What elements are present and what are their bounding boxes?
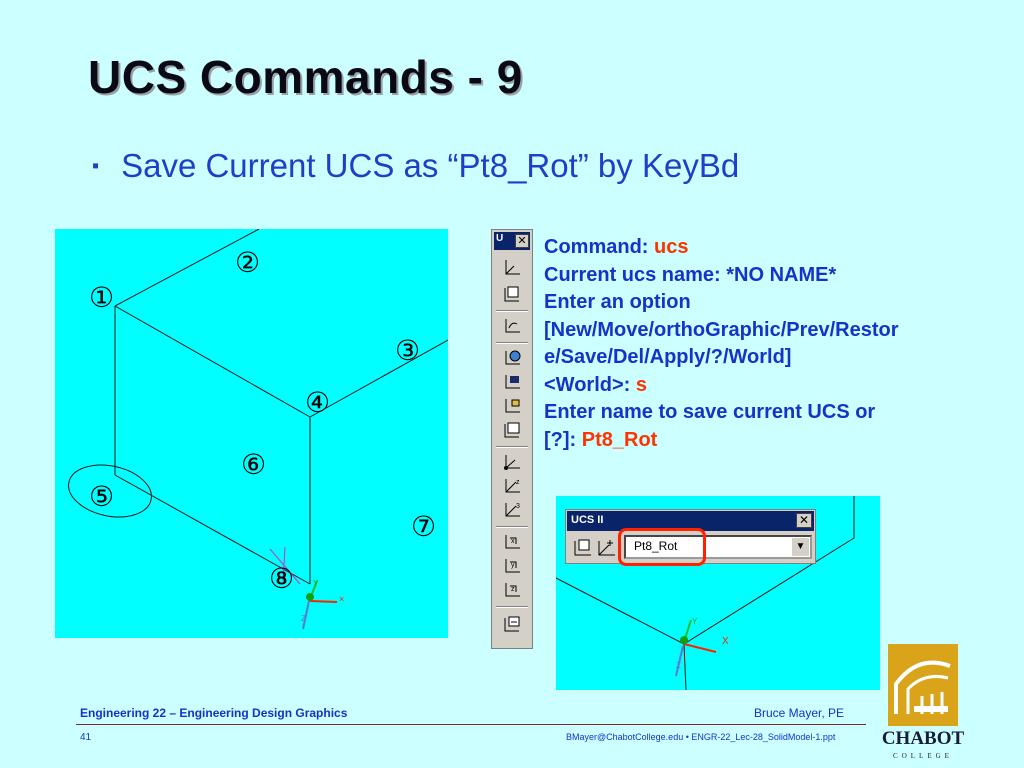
ucs-y-rotate-button[interactable]: y <box>497 554 527 578</box>
toolbar-titlebar[interactable]: U ✕ <box>494 232 530 250</box>
command-line-1: Command: ucs <box>544 236 689 258</box>
ucs-object-button[interactable] <box>497 370 527 394</box>
object-ucs-icon <box>505 375 520 389</box>
ucs-face-button[interactable] <box>497 394 527 418</box>
x-axis-label: X <box>722 636 729 647</box>
command-line-2: Current ucs name: *NO NAME* <box>544 263 837 286</box>
toolbar-separator <box>496 342 528 344</box>
y-axis-label: Y <box>692 617 698 626</box>
wireframe-box: Y × Z <box>68 229 448 630</box>
svg-text:x: x <box>511 538 515 545</box>
college-logo: CHABOT COLLEGE <box>876 644 970 766</box>
ucs-3point-button[interactable]: 3 <box>497 498 527 522</box>
y-rotate-icon: y <box>505 559 520 573</box>
3point-ucs-icon: 3 <box>505 503 520 517</box>
ucs-x-rotate-button[interactable]: x <box>497 530 527 554</box>
wireframe-detail: Y X Z <box>556 496 855 690</box>
z-rotate-icon: z <box>505 583 520 597</box>
svg-text:Y: Y <box>313 579 319 588</box>
origin-ucs-icon <box>504 455 520 470</box>
svg-text:3: 3 <box>516 503 520 510</box>
marker-6: ⑥ <box>241 448 267 481</box>
toolbar-separator <box>496 606 528 608</box>
view-ucs-icon <box>504 422 520 438</box>
footer-divider <box>76 724 866 725</box>
command-line-4: [New/Move/orthoGraphic/Prev/Restor <box>544 318 899 341</box>
ucs-ii-toolbar[interactable]: UCS II ✕ Pt8_Rot ▼ <box>565 509 816 564</box>
ucs-name-selected: Pt8_Rot <box>634 539 678 553</box>
bullet-item: ▪ Save Current UCS as “Pt8_Rot” by KeyBd <box>92 147 739 185</box>
marker-3: ③ <box>395 334 421 367</box>
ucs-axis-icon: Y X Z <box>675 617 729 677</box>
x-rotate-icon: x <box>505 535 520 549</box>
ucs-ii-close-icon[interactable]: ✕ <box>796 513 812 528</box>
selection-highlight <box>618 528 706 566</box>
ucs-previous-icon <box>505 319 520 333</box>
face-ucs-icon <box>505 399 520 413</box>
toolbar-separator <box>496 310 528 312</box>
command-line-8: [?]: Pt8_Rot <box>544 428 658 451</box>
toolbar-separator <box>496 526 528 528</box>
footer-course: Engineering 22 – Engineering Design Grap… <box>80 706 348 720</box>
ucs-dialog-button[interactable] <box>572 538 594 558</box>
ucs-z-rotate-button[interactable]: z <box>497 578 527 602</box>
ucs-ii-titlebar[interactable]: UCS II ✕ <box>567 511 814 531</box>
left-viewport[interactable]: Y × Z ① ② ③ ④ ⑤ ⑥ ⑦ ⑧ <box>55 229 448 638</box>
bullet-text: Save Current UCS as “Pt8_Rot” by KeyBd <box>121 147 740 184</box>
apply-ucs-icon <box>504 616 520 632</box>
command-line-6: <World>: s <box>544 373 647 396</box>
ucs-axes-icon <box>505 260 520 275</box>
ucs-dialog-icon <box>574 539 591 556</box>
logo-name: CHABOT <box>881 728 965 749</box>
command-line-5: e/Save/Del/Apply/?/World] <box>544 346 792 368</box>
command-input-ucs: ucs <box>654 236 689 258</box>
chevron-down-icon[interactable]: ▼ <box>792 538 809 556</box>
ucs-toolbar[interactable]: U ✕ z 3 x y z <box>491 229 533 649</box>
marker-8: ⑧ <box>269 562 295 595</box>
apply-ucs-button[interactable] <box>497 612 527 636</box>
slide-title: UCS Commands - 9 <box>88 51 523 103</box>
ucs-previous-button[interactable] <box>497 314 527 338</box>
zaxis-ucs-icon: z <box>505 479 520 493</box>
ucs-axis-icon: Y × Z <box>269 546 344 630</box>
command-line-transcript: Command: ucs Current ucs name: *NO NAME*… <box>544 234 1014 454</box>
ucs-world-button[interactable] <box>497 346 527 370</box>
ucs-ii-title: UCS II <box>571 514 604 526</box>
toolbar-separator <box>496 446 528 448</box>
footer-author: Bruce Mayer, PE <box>754 706 845 720</box>
ucs-name-select[interactable]: Pt8_Rot ▼ <box>624 535 812 559</box>
ucs-origin-button[interactable] <box>497 450 527 474</box>
toolbar-close-icon[interactable]: ✕ <box>515 234 529 248</box>
ucs-axes-icon <box>598 540 615 556</box>
page-number: 41 <box>80 732 92 743</box>
svg-text:z: z <box>511 586 515 593</box>
logo-subtitle: COLLEGE <box>893 752 953 760</box>
ucs-zaxis-button[interactable]: z <box>497 474 527 498</box>
marker-5: ⑤ <box>89 480 115 513</box>
svg-text:Z: Z <box>301 614 306 623</box>
world-ucs-icon <box>505 350 521 365</box>
marker-2: ② <box>235 246 261 279</box>
ucs-command-button[interactable] <box>596 538 618 558</box>
ucs-dialog-icon <box>504 286 519 302</box>
command-line-3: Enter an option <box>544 291 691 313</box>
toolbar-title: U <box>496 233 504 244</box>
z-axis-label: Z <box>676 661 681 670</box>
display-ucs-dialog-button[interactable] <box>497 282 527 306</box>
command-line-7: Enter name to save current UCS or <box>544 401 876 423</box>
command-input-name: Pt8_Rot <box>581 428 658 451</box>
footer-file: BMayer@ChabotCollege.edu • ENGR-22_Lec-2… <box>566 732 836 742</box>
marker-7: ⑦ <box>411 510 437 543</box>
ucs-button[interactable] <box>497 256 527 280</box>
svg-text:y: y <box>511 562 515 569</box>
marker-1: ① <box>89 281 115 314</box>
bullet-icon: ▪ <box>92 154 100 177</box>
svg-text:z: z <box>516 479 520 486</box>
ucs-view-button[interactable] <box>497 418 527 442</box>
svg-text:×: × <box>339 594 344 604</box>
command-input-s: s <box>635 373 647 396</box>
logo-emblem-icon <box>888 644 958 726</box>
marker-4: ④ <box>305 386 331 419</box>
